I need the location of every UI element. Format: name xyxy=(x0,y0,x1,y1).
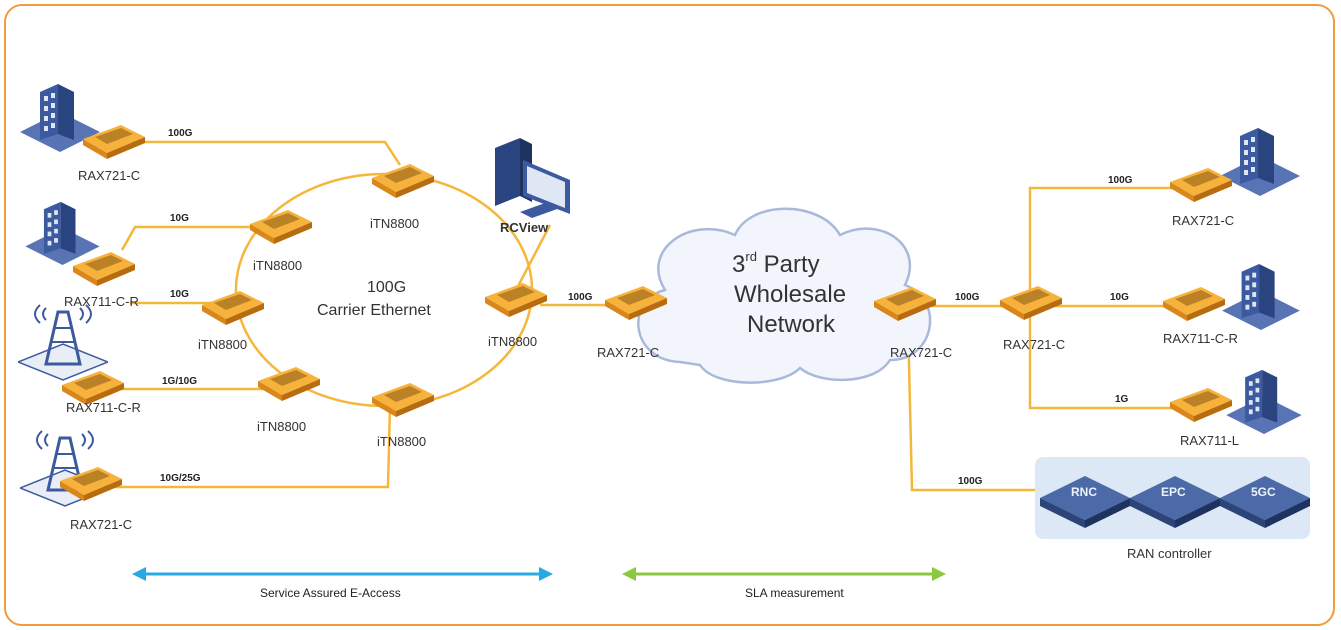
link-label-ran: 100G xyxy=(958,476,983,487)
label-rax721-bottom: RAX721-C xyxy=(70,517,132,532)
rax721-right-top-device-icon xyxy=(1170,168,1232,202)
link-label-10g25g: 10G/25G xyxy=(160,473,201,484)
label-rax711-c-r-right: RAX711-C-R xyxy=(1163,331,1238,346)
link-label-right-mid: 10G xyxy=(1110,292,1129,303)
office-building-icon xyxy=(1222,263,1300,330)
ran-item-epc: EPC xyxy=(1161,485,1186,499)
service-assured-arrow: Service Assured E-Access xyxy=(132,567,553,600)
label-itn8800-f: iTN8800 xyxy=(377,434,426,449)
cloud-line3: Network xyxy=(747,311,836,338)
label-rax721-right-top: RAX721-C xyxy=(1172,213,1234,228)
rcview-computer-icon xyxy=(495,138,570,218)
ran-controller: RNC EPC 5GC RAN controller xyxy=(1035,457,1310,561)
link-label-1g10g: 1G/10G xyxy=(162,376,197,387)
sla-measurement-label: SLA measurement xyxy=(745,586,844,600)
rax721-right-device-icon xyxy=(1000,286,1062,320)
link-label-right-bot: 1G xyxy=(1115,394,1129,405)
itn8800-device-icon xyxy=(250,210,312,244)
sla-arrow: SLA measurement xyxy=(622,567,946,600)
cloud-prefix: 3 xyxy=(732,251,745,278)
link-label-10g-b: 10G xyxy=(170,289,189,300)
svg-text:3rd Party: 3rd Party xyxy=(732,249,820,278)
cloud-line2: Wholesale xyxy=(734,281,846,308)
link-top xyxy=(130,140,402,166)
link-label-top: 100G xyxy=(168,128,193,139)
office-building-icon xyxy=(1226,369,1302,434)
itn8800-device-icon xyxy=(372,164,434,198)
link-10g25g xyxy=(110,404,392,489)
label-rax721-top: RAX721-C xyxy=(78,168,140,183)
ring-label-line2: Carrier Ethernet xyxy=(317,302,431,319)
link-10g-a xyxy=(120,225,270,251)
wholesale-cloud: 3rd Party Wholesale Network xyxy=(637,207,932,384)
label-rax721-right2: RAX721-C xyxy=(1003,337,1065,352)
label-itn8800-c: iTN8800 xyxy=(198,337,247,352)
rax711-c-r-device-icon xyxy=(73,252,135,286)
itn8800-device-icon xyxy=(202,291,264,325)
itn8800-device-icon xyxy=(372,383,434,417)
link-right-bot xyxy=(1028,316,1180,410)
link-rcview xyxy=(513,224,552,293)
itn8800-device-icon xyxy=(485,283,547,317)
label-rax711-l: RAX711-L xyxy=(1180,433,1239,448)
label-itn8800-d: iTN8800 xyxy=(488,334,537,349)
link-ran xyxy=(906,321,1035,492)
label-rax711-c-r-b: RAX711-C-R xyxy=(66,400,141,415)
label-rax711-c-r-a: RAX711-C-R xyxy=(64,294,139,309)
link-label-right1: 100G xyxy=(955,292,980,303)
link-label-mid: 100G xyxy=(568,292,593,303)
link-label-10g-a: 10G xyxy=(170,213,189,224)
office-building-icon xyxy=(25,201,100,265)
label-rax721-right1: RAX721-C xyxy=(890,345,952,360)
cloud-superscript: rd xyxy=(745,249,757,264)
rax711-c-r-right-device-icon xyxy=(1163,287,1225,321)
ran-item-5gc: 5GC xyxy=(1251,485,1276,499)
link-labels: 100G 10G 10G 1G/10G 10G/25G 100G 100G 10… xyxy=(160,128,1133,487)
ring-label-line1: 100G xyxy=(367,279,406,296)
rax711-l-device-icon xyxy=(1170,388,1232,422)
cell-tower-icon xyxy=(18,303,108,382)
label-rcview: RCView xyxy=(500,220,549,235)
itn8800-device-icon xyxy=(258,367,320,401)
ran-item-rnc: RNC xyxy=(1071,485,1097,499)
label-rax721-middle: RAX721-C xyxy=(597,345,659,360)
ran-title: RAN controller xyxy=(1127,546,1212,561)
label-itn8800-a: iTN8800 xyxy=(370,216,419,231)
diagram-frame xyxy=(4,4,1335,626)
cloud-line1: Party xyxy=(757,251,820,278)
link-label-right-top: 100G xyxy=(1108,175,1133,186)
service-assured-label: Service Assured E-Access xyxy=(260,586,401,600)
label-itn8800-b: iTN8800 xyxy=(253,258,302,273)
link-right-top xyxy=(1028,186,1180,296)
device-labels: RAX721-C RAX711-C-R iTN8800 iTN8800 iTN8… xyxy=(64,168,1239,532)
label-itn8800-e: iTN8800 xyxy=(257,419,306,434)
